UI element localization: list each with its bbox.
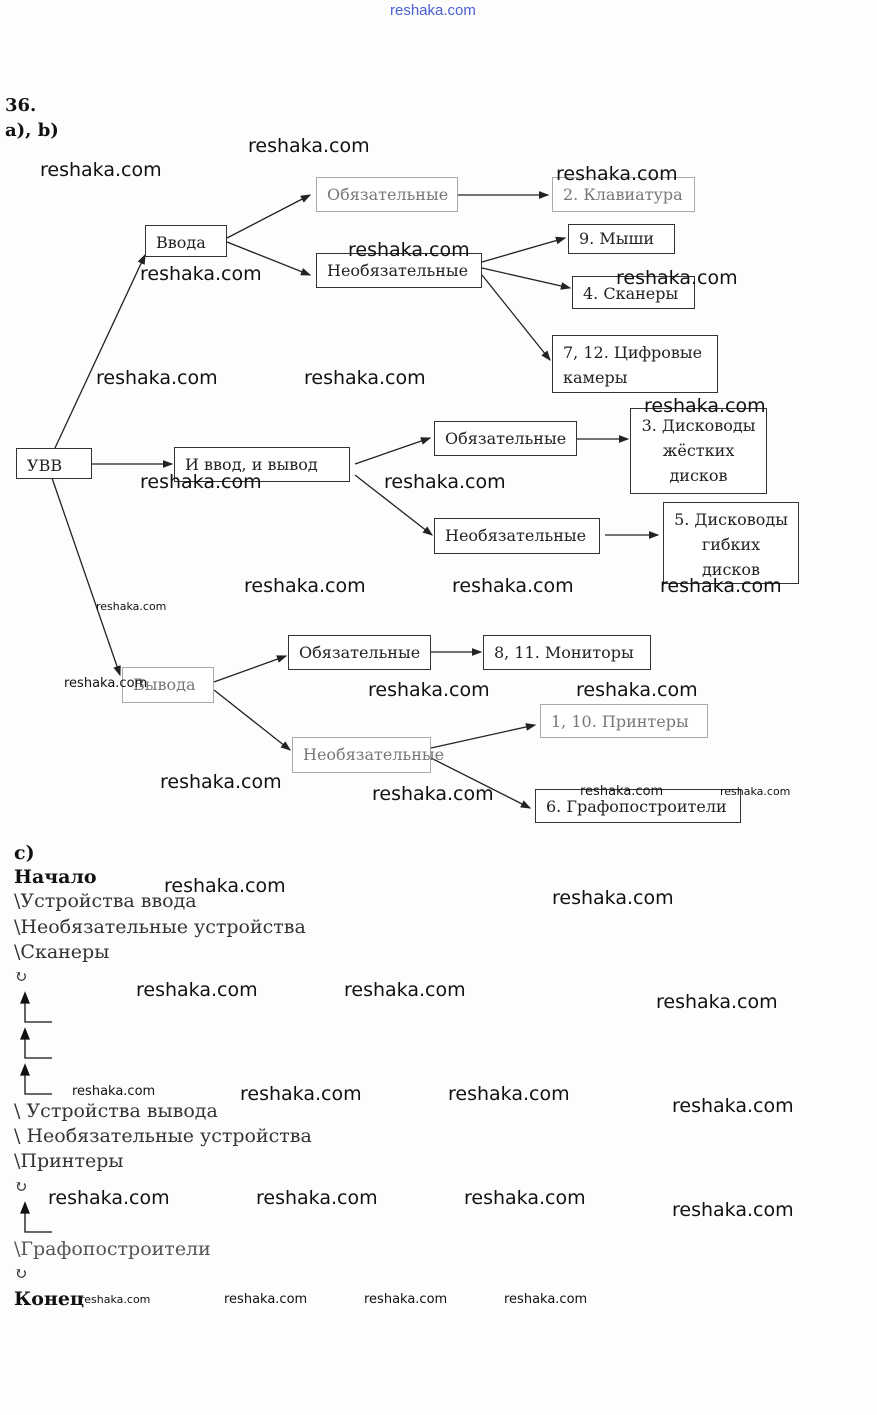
path-line: \Принтеры bbox=[14, 1150, 124, 1172]
watermark: reshaka.com bbox=[464, 1187, 586, 1209]
watermark: reshaka.com bbox=[344, 979, 466, 1001]
node-io-mandatory: Обязательные bbox=[434, 421, 577, 456]
watermark: reshaka.com bbox=[160, 771, 282, 793]
watermark: reshaka.com bbox=[224, 1292, 308, 1307]
watermark: reshaka.com bbox=[248, 135, 370, 157]
node-output-optional: Необязательные bbox=[292, 737, 444, 773]
up-level-icon: ↻ bbox=[14, 1177, 28, 1196]
return-arrow-icon bbox=[20, 1063, 52, 1095]
watermark: reshaka.com bbox=[96, 367, 218, 389]
watermark: reshaka.com bbox=[348, 239, 470, 261]
watermark: reshaka.com bbox=[448, 1083, 570, 1105]
node-io: И ввод, и вывод bbox=[174, 447, 350, 482]
watermark: reshaka.com bbox=[720, 785, 791, 798]
node-keyboard: 2. Клавиатура bbox=[552, 177, 695, 212]
site-header[interactable]: reshaka.com bbox=[390, 2, 476, 19]
watermark: reshaka.com bbox=[364, 1292, 448, 1307]
parts-ab-label: a), b) bbox=[5, 120, 59, 141]
watermark: reshaka.com bbox=[140, 471, 262, 493]
watermark: reshaka.com bbox=[240, 1083, 362, 1105]
node-hdd: 3. Дисководы жёстких дисков bbox=[630, 408, 767, 494]
node-root: УВВ bbox=[16, 448, 92, 479]
watermark: reshaka.com bbox=[576, 679, 698, 701]
path-start: Начало bbox=[14, 866, 97, 888]
watermark: reshaka.com bbox=[368, 679, 490, 701]
watermark: reshaka.com bbox=[244, 575, 366, 597]
watermark: reshaka.com bbox=[64, 676, 148, 691]
watermark: reshaka.com bbox=[616, 267, 738, 289]
node-scanners: 4. Сканеры bbox=[572, 276, 695, 309]
watermark: reshaka.com bbox=[580, 784, 664, 799]
node-monitors: 8, 11. Мониторы bbox=[483, 635, 651, 670]
diagram-arrows bbox=[51, 191, 660, 809]
watermark: reshaka.com bbox=[656, 991, 778, 1013]
watermark: reshaka.com bbox=[556, 163, 678, 185]
node-output: Вывода bbox=[122, 667, 214, 703]
node-output-mandatory: Обязательные bbox=[288, 635, 431, 670]
node-mice: 9. Мыши bbox=[568, 224, 675, 254]
path-line: \Необязательные устройства bbox=[14, 916, 306, 938]
node-input: Ввода bbox=[145, 225, 227, 257]
watermark: reshaka.com bbox=[672, 1199, 794, 1221]
watermark: reshaka.com bbox=[660, 575, 782, 597]
node-io-optional: Необязательные bbox=[434, 518, 600, 554]
return-arrow-icon bbox=[20, 991, 52, 1023]
up-level-icon: ↻ bbox=[14, 967, 28, 986]
node-input-optional: Необязательные bbox=[316, 253, 482, 288]
watermark: reshaka.com bbox=[136, 979, 258, 1001]
watermark: reshaka.com bbox=[304, 367, 426, 389]
watermark: reshaka.com bbox=[256, 1187, 378, 1209]
watermark: reshaka.com bbox=[452, 575, 574, 597]
part-c-label: c) bbox=[14, 842, 35, 864]
watermark: reshaka.com bbox=[80, 1293, 151, 1306]
node-printers: 1, 10. Принтеры bbox=[540, 704, 708, 738]
node-cameras: 7, 12. Цифровые камеры bbox=[552, 335, 718, 393]
watermark: reshaka.com bbox=[40, 159, 162, 181]
watermark: reshaka.com bbox=[372, 783, 494, 805]
watermark: reshaka.com bbox=[644, 395, 766, 417]
path-end: Конец bbox=[14, 1288, 84, 1310]
return-arrow-icon bbox=[20, 1027, 52, 1059]
path-line: \Сканеры bbox=[14, 941, 110, 963]
watermark: reshaka.com bbox=[164, 875, 286, 897]
node-fdd: 5. Дисководы гибких дисков bbox=[663, 502, 799, 584]
watermark: reshaka.com bbox=[48, 1187, 170, 1209]
path-line: \ Устройства вывода bbox=[14, 1100, 218, 1122]
path-line: \Графопостроители bbox=[14, 1238, 211, 1260]
watermark: reshaka.com bbox=[96, 600, 167, 613]
task-number: 36. bbox=[5, 95, 37, 116]
path-line: \ Необязательные устройства bbox=[14, 1125, 312, 1147]
watermark: reshaka.com bbox=[384, 471, 506, 493]
path-line: \Устройства ввода bbox=[14, 890, 197, 912]
watermark: reshaka.com bbox=[672, 1095, 794, 1117]
watermark: reshaka.com bbox=[504, 1292, 588, 1307]
watermark: reshaka.com bbox=[552, 887, 674, 909]
up-level-icon: ↻ bbox=[14, 1264, 28, 1283]
node-plotters: 6. Графопостроители bbox=[535, 789, 741, 823]
watermark: reshaka.com bbox=[72, 1084, 156, 1099]
node-input-mandatory: Обязательные bbox=[316, 177, 458, 212]
watermark: reshaka.com bbox=[140, 263, 262, 285]
